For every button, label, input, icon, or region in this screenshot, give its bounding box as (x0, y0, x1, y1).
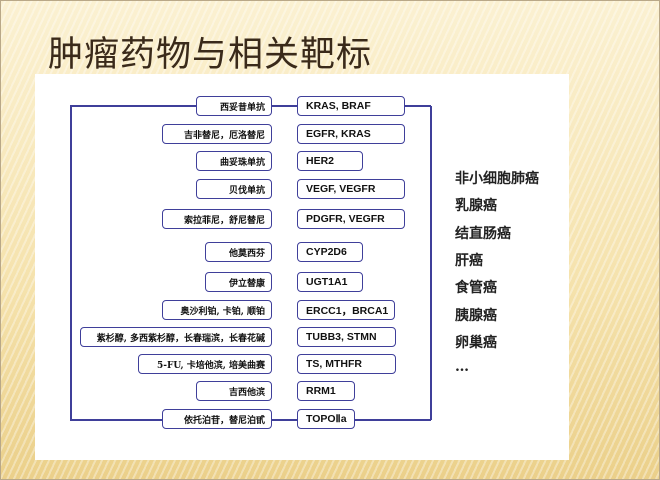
connector-right (430, 106, 432, 420)
cancer-item: 乳腺癌 (455, 198, 497, 215)
drug-box: 索拉菲尼，舒尼替尼 (162, 209, 272, 229)
connector-bottom-mid (271, 419, 298, 421)
connector-bottom-right (355, 419, 431, 421)
drug-box: 他莫西芬 (205, 242, 272, 262)
drug-box: 奥沙利铂, 卡铂, 顺铂 (162, 300, 272, 320)
drug-box: 吉西他滨 (196, 381, 272, 401)
target-box: UGT1A1 (297, 272, 363, 292)
target-box: RRM1 (297, 381, 355, 401)
target-box: KRAS, BRAF (297, 96, 405, 116)
drug-box: 伊立替康 (205, 272, 272, 292)
connector-top-mid (271, 105, 298, 107)
target-box: CYP2D6 (297, 242, 363, 262)
connector-top-left (70, 105, 197, 107)
cancer-item: 胰腺癌 (455, 307, 497, 324)
drug-box: 紫杉醇, 多西紫杉醇，长春瑞滨，长春花碱 (80, 327, 272, 347)
target-box: TUBB3, STMN (297, 327, 396, 347)
slide-title: 肿瘤药物与相关靶标 (48, 35, 373, 75)
cancer-item: 肝癌 (455, 252, 483, 269)
drug-box: 曲妥珠单抗 (196, 151, 272, 171)
target-box: HER2 (297, 151, 363, 171)
cancer-item: 结直肠癌 (455, 225, 511, 242)
target-box: VEGF, VEGFR (297, 179, 405, 199)
target-box: ERCC1，BRCA1 (297, 300, 395, 320)
drug-box: 依托泊苷，替尼泊甙 (162, 409, 272, 429)
target-box: PDGFR, VEGFR (297, 209, 405, 229)
drug-box: 贝伐单抗 (196, 179, 272, 199)
target-box: TOPOⅡa (297, 409, 355, 429)
connector-left (70, 106, 72, 420)
cancer-item: 卵巢癌 (455, 334, 497, 351)
target-box: EGFR, KRAS (297, 124, 405, 144)
target-box: TS, MTHFR (297, 354, 396, 374)
cancer-item: 非小细胞肺癌 (455, 171, 539, 187)
drug-box: 西妥昔单抗 (196, 96, 272, 116)
drug-box: 5-FU, 卡培他滨, 培美曲赛 (138, 354, 272, 374)
drug-box: 吉非替尼，厄洛替尼 (162, 124, 272, 144)
cancer-item: … (455, 359, 469, 376)
connector-top-right (405, 105, 431, 107)
cancer-item: 食管癌 (455, 280, 497, 297)
connector-bottom-left (70, 419, 163, 421)
